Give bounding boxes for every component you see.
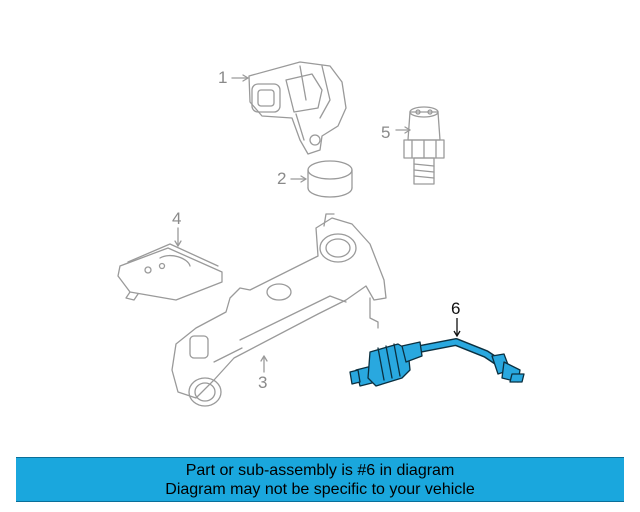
callout-5[interactable]: 5 — [381, 123, 391, 142]
info-banner: Part or sub-assembly is #6 in diagram Di… — [16, 457, 624, 502]
callout-3[interactable]: 3 — [258, 373, 268, 392]
part-4-bracket — [117, 243, 223, 301]
part-3-manifold — [171, 213, 387, 407]
callout-1[interactable]: 1 — [218, 68, 228, 87]
callout-6[interactable]: 6 — [451, 299, 461, 318]
banner-line-1: Part or sub-assembly is #6 in diagram — [185, 461, 455, 479]
part-6-oxygen-sensor — [349, 338, 525, 387]
banner-line-2: Diagram may not be specific to your vehi… — [165, 480, 475, 498]
part-2-ring — [307, 160, 353, 198]
callout-2[interactable]: 2 — [277, 169, 287, 188]
part-1-sensor-housing — [248, 61, 347, 155]
part-5-pressure-sensor — [403, 106, 445, 185]
callout-4[interactable]: 4 — [172, 209, 182, 228]
parts-diagram — [117, 61, 525, 407]
